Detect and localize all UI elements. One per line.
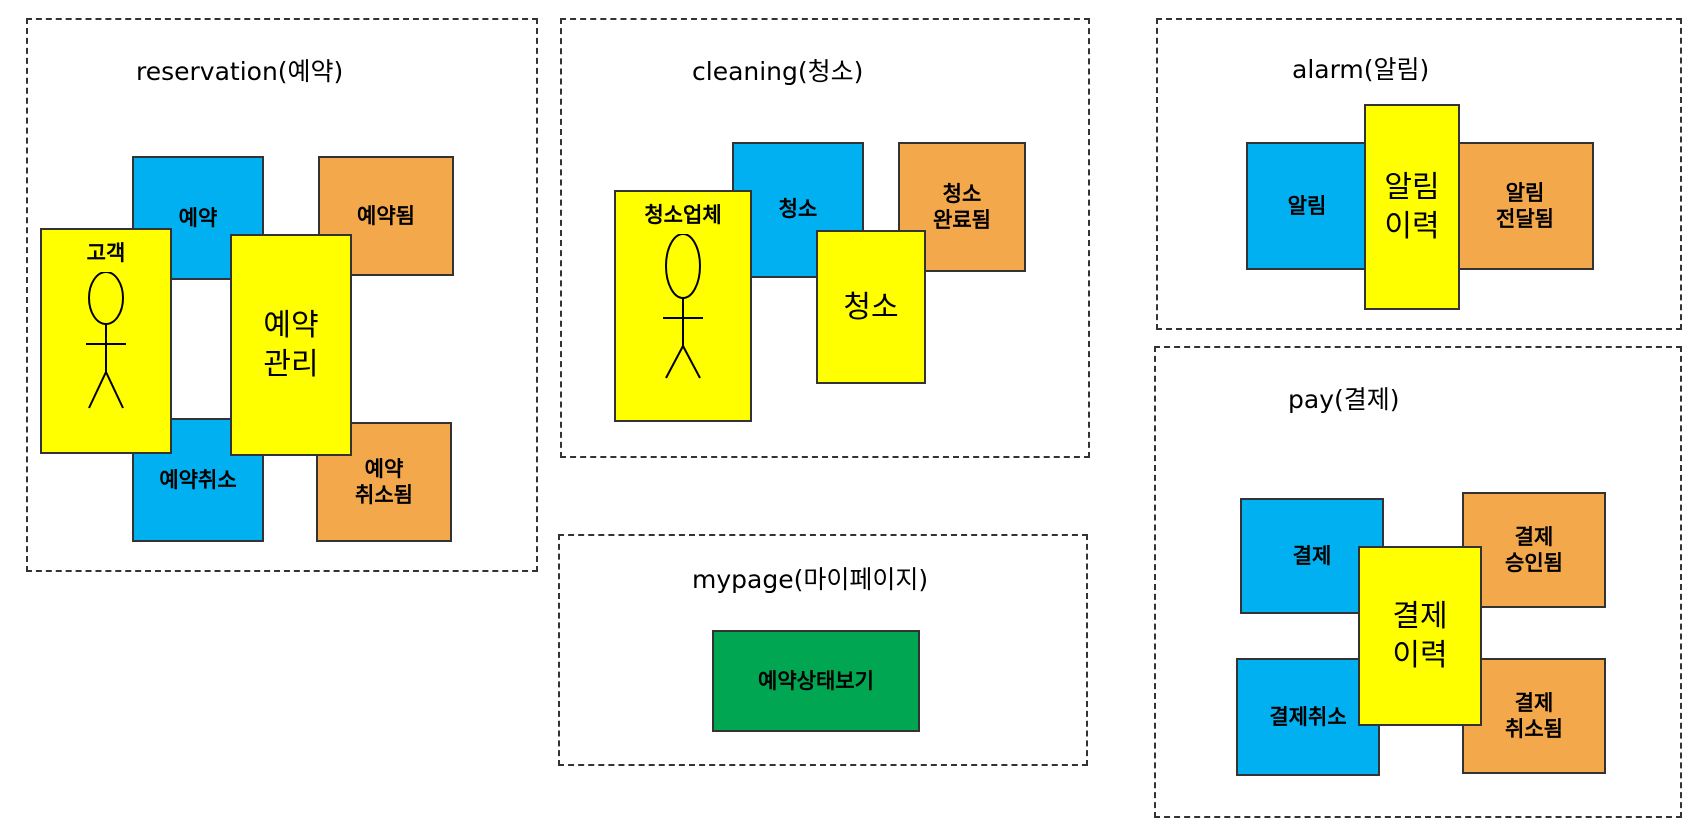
aggregate-pay-history: 결제 이력 — [1358, 546, 1482, 726]
view-reservation-status: 예약상태보기 — [712, 630, 920, 732]
context-title-cleaning: cleaning(청소) — [692, 57, 864, 86]
context-title-mypage: mypage(마이페이지) — [692, 565, 929, 594]
command-alarm: 알림 — [1246, 142, 1368, 270]
context-title-alarm: alarm(알림) — [1292, 55, 1430, 84]
context-title-pay: pay(결제) — [1288, 385, 1400, 414]
aggregate-reservation-management: 예약 관리 — [230, 234, 352, 456]
context-alarm — [1156, 18, 1682, 330]
aggregate-cleaning: 청소 — [816, 230, 926, 384]
command-pay-cancel: 결제취소 — [1236, 658, 1380, 776]
context-mypage — [558, 534, 1088, 766]
context-reservation — [26, 18, 538, 572]
stick-figure-icon — [86, 272, 126, 409]
context-cleaning — [560, 18, 1090, 458]
stick-figure-icon — [663, 234, 703, 379]
actor-customer-label: 고객 — [86, 241, 126, 265]
actor-cleaning-company-label: 청소업체 — [644, 203, 722, 227]
context-title-reservation: reservation(예약) — [136, 57, 344, 86]
event-alarm-delivered: 알림 전달됨 — [1456, 142, 1594, 270]
context-pay — [1154, 346, 1682, 818]
actor-customer: 고객 — [40, 228, 172, 454]
event-pay-cancelled: 결제 취소됨 — [1462, 658, 1606, 774]
actor-cleaning-company: 청소업체 — [614, 190, 752, 422]
event-pay-approved: 결제 승인됨 — [1462, 492, 1606, 608]
aggregate-alarm-history: 알림 이력 — [1364, 104, 1460, 310]
